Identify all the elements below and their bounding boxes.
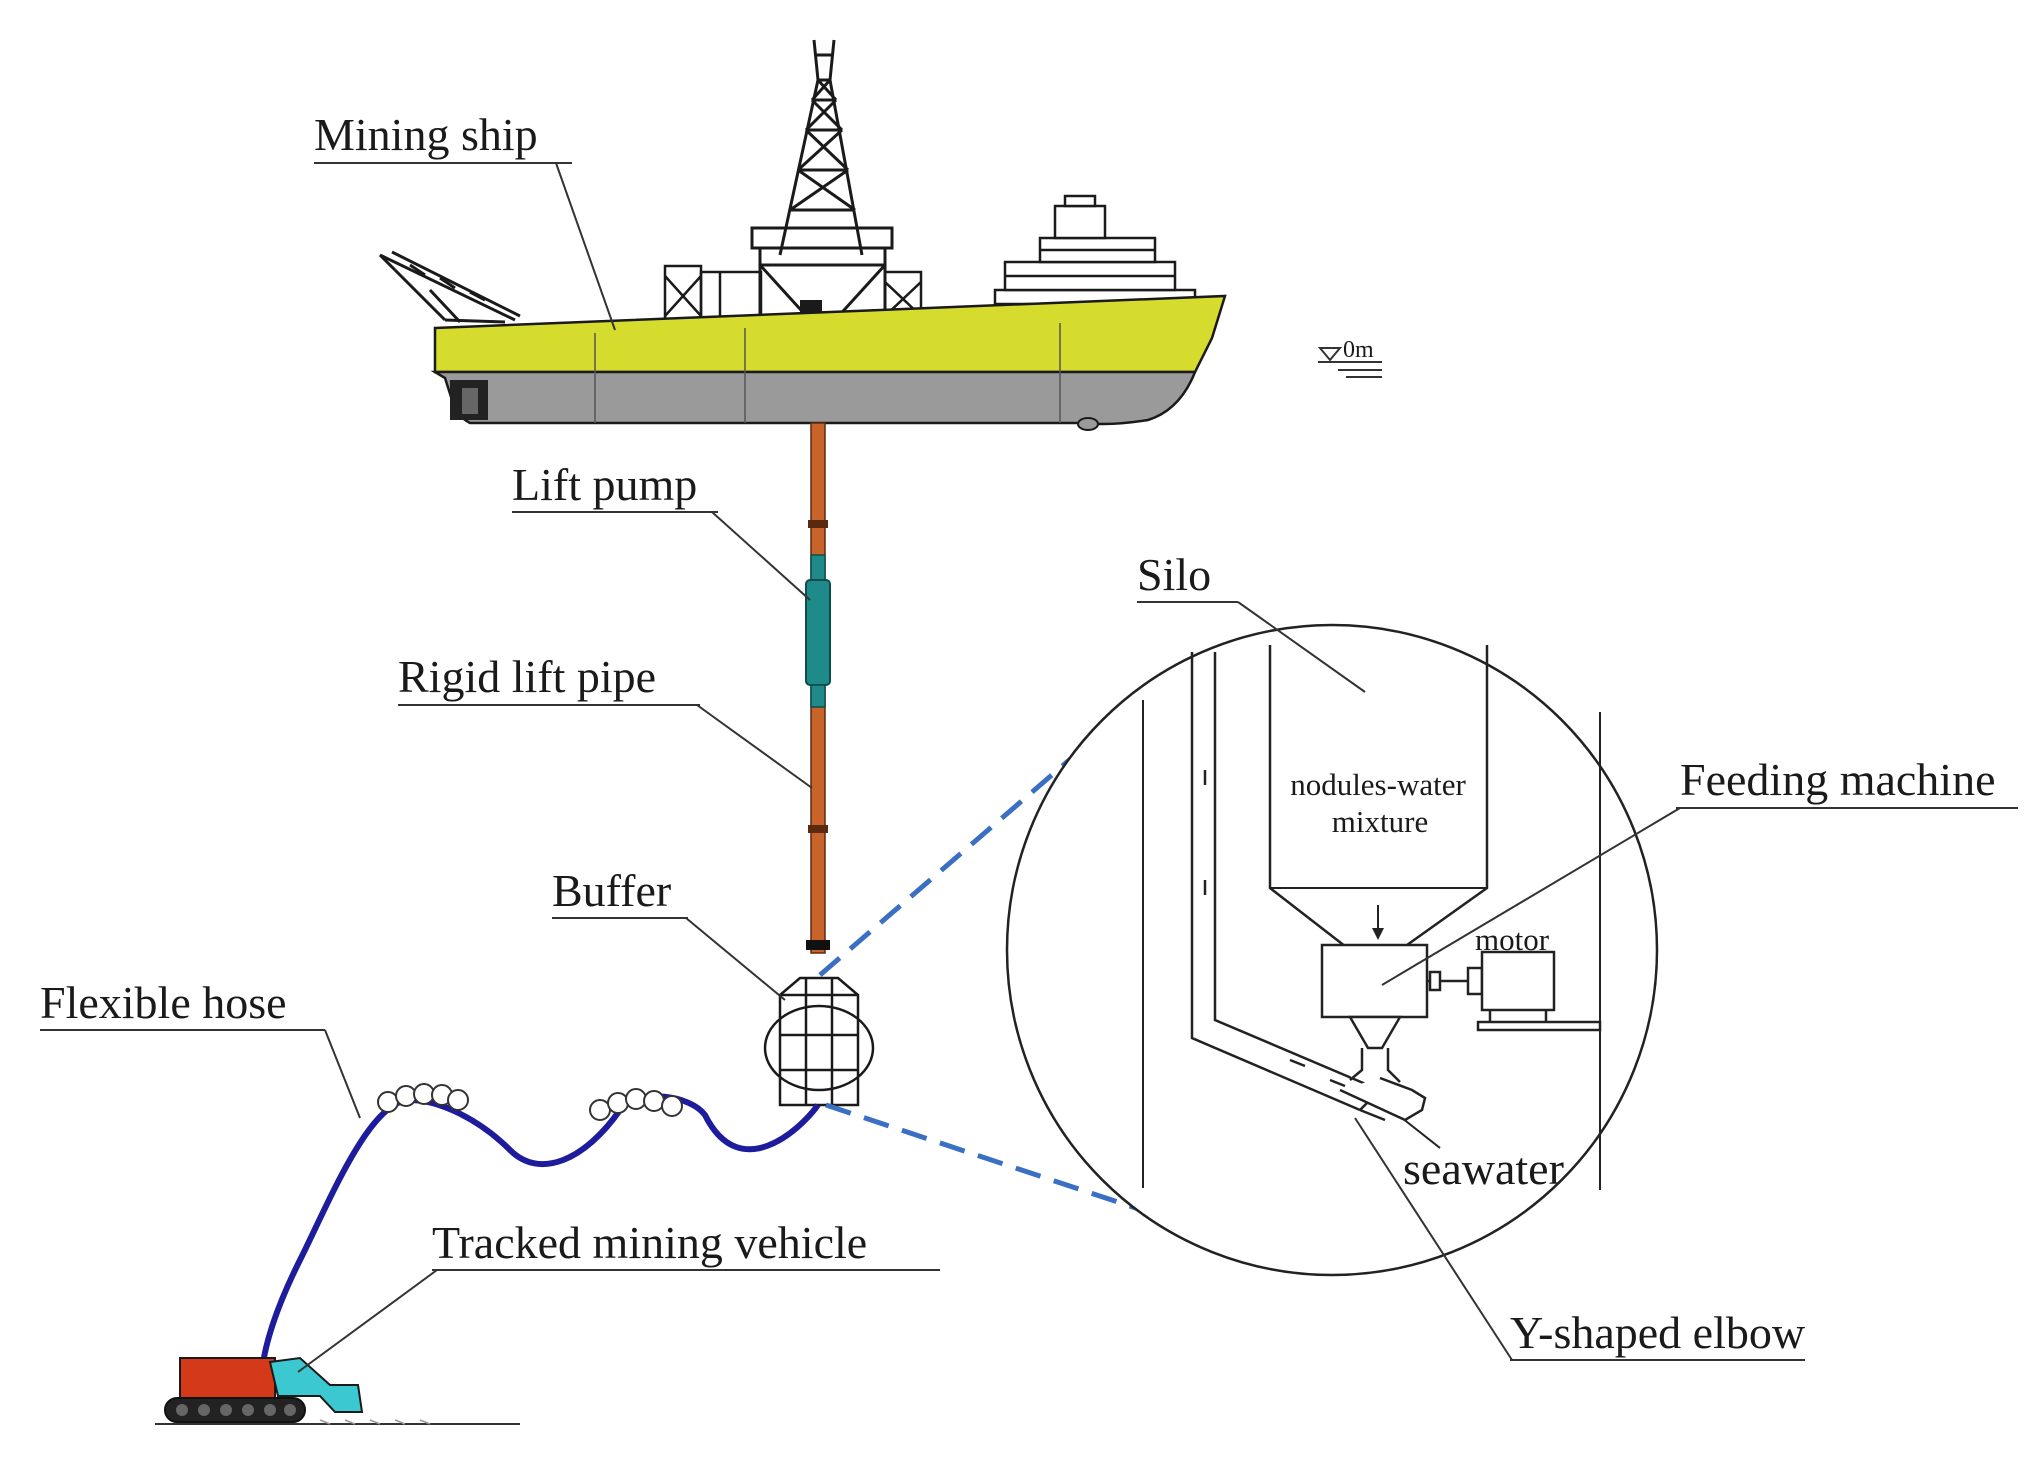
bow-bulb [1077,417,1099,431]
tracked-mining-vehicle [155,1356,520,1425]
label-y-shaped-elbow: Y-shaped elbow [1510,1307,1806,1358]
hose-floats-right [589,1088,683,1121]
leader-buffer [685,917,786,1001]
label-nodules-water-line1: nodules-water [1290,767,1466,802]
leader-flexible-hose [324,1029,361,1119]
label-rigid-lift-pipe: Rigid lift pipe [398,651,656,702]
derrick [750,39,894,322]
leader-tracked-mining-vehicle [297,1269,438,1373]
detail-view [1005,623,1659,1277]
leader-feeding-machine [1381,807,1681,986]
sea-level-marker: 0m [1317,337,1382,378]
leader-rigid-lift-pipe [696,704,813,789]
buffer [763,976,875,1107]
seawater-pointer [1401,1117,1441,1149]
label-nodules-water-line2: mixture [1332,804,1428,839]
label-flexible-hose: Flexible hose [40,977,287,1028]
label-silo: Silo [1137,549,1211,600]
label-feeding-machine: Feeding machine [1680,754,1996,805]
lift-pump [805,554,831,708]
hose-floats-left [377,1083,469,1113]
leader-y-shaped-elbow [1354,1117,1513,1361]
collector [268,1356,364,1413]
sea-level-label: 0m [1343,337,1374,363]
label-tracked-mining-vehicle: Tracked mining vehicle [432,1217,867,1268]
label-seawater: seawater [1403,1143,1564,1194]
label-lift-pump: Lift pump [512,459,697,510]
label-buffer: Buffer [552,865,671,916]
ship-hull-lower [430,370,1197,426]
y-shaped-elbow [1339,1048,1427,1122]
leader-silo [1237,601,1366,693]
leader-mining-ship [555,162,616,331]
label-motor: motor [1475,922,1550,957]
motor [1427,950,1602,1032]
feeding-machine [1320,943,1429,1019]
mining-ship [378,39,1227,431]
flexible-hose [259,1093,821,1371]
leader-lift-pump [711,511,811,601]
crane [378,250,521,324]
label-mining-ship: Mining ship [314,109,538,160]
ship-hull-upper [433,294,1227,374]
